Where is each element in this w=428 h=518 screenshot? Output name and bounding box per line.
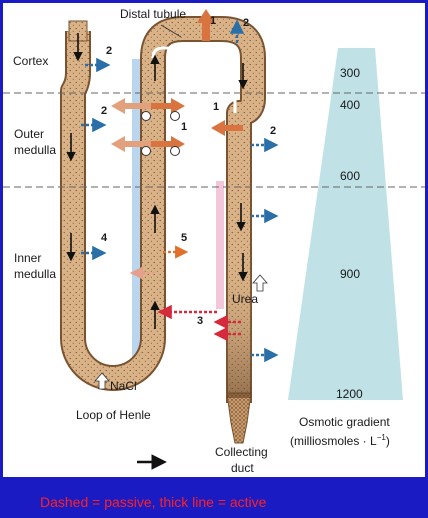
osmolarity-1200: 1200 [336,387,363,401]
osmolarity-300: 300 [340,66,361,80]
active-arrow-outer-right [211,120,243,136]
transporter-circle [141,146,151,156]
gradient-unit-close: ) [385,434,390,448]
marker-2-cortex: 2 [106,45,113,57]
nephron-diagram [3,9,425,470]
label-collecting-1: Collecting [215,445,268,459]
nacl-up-arrow [94,372,110,390]
caption-bar: Dashed = passive, thick line = active [0,485,428,518]
label-urea: Urea [232,292,259,306]
active-arrow-outer-1a [143,98,185,114]
marker-4: 4 [101,232,108,244]
marker-2-outer-right: 2 [270,125,277,137]
transporter-circle [170,111,180,121]
active-arrow-distal-up [197,9,215,41]
marker-1-top: 1 [210,15,217,27]
label-collecting-2: duct [231,461,254,475]
osmolarity-400: 400 [340,98,361,112]
marker-2-outer-left: 2 [101,105,108,117]
active-arrow-outer-left-b [111,136,151,152]
collecting-duct [226,392,252,444]
marker-3: 3 [197,315,204,327]
label-inner-1: Inner [14,251,42,265]
label-gradient-1: Osmotic gradient [299,415,390,429]
collecting-duct-membrane [216,181,224,309]
urea-up-arrow [252,274,268,292]
label-inner-2: medulla [14,267,57,281]
transporter-circle [170,146,180,156]
gradient-unit: (milliosmoles · L [290,434,377,448]
active-arrow-outer-left-a [111,98,151,114]
osmolarity-900: 900 [340,267,361,281]
label-distal-tubule: Distal tubule [120,7,187,21]
label-nacl: NaCl [110,379,137,393]
legend-caption: Dashed = passive, thick line = active [40,494,267,510]
gradient-unit-sup: −1 [376,433,386,442]
label-gradient-2: (milliosmoles · L−1) [290,431,390,448]
diagram-panel: Distal tubule Cortex Outer medulla Inner… [3,3,425,477]
marker-2-top: 2 [243,17,250,29]
label-outer-1: Outer [14,127,45,141]
label-cortex: Cortex [13,54,49,68]
marker-5: 5 [181,232,188,244]
label-loop-of-henle: Loop of Henle [76,408,151,422]
marker-1-outer-right: 1 [181,121,188,133]
osmolarity-600: 600 [340,169,361,183]
marker-1-outer: 1 [213,101,220,113]
transporter-circle [141,111,151,121]
distal-tubule-pointer [160,24,182,38]
osmotic-gradient-bar [288,48,403,400]
label-outer-2: medulla [14,143,57,157]
ascending-limb-membrane [132,59,141,357]
